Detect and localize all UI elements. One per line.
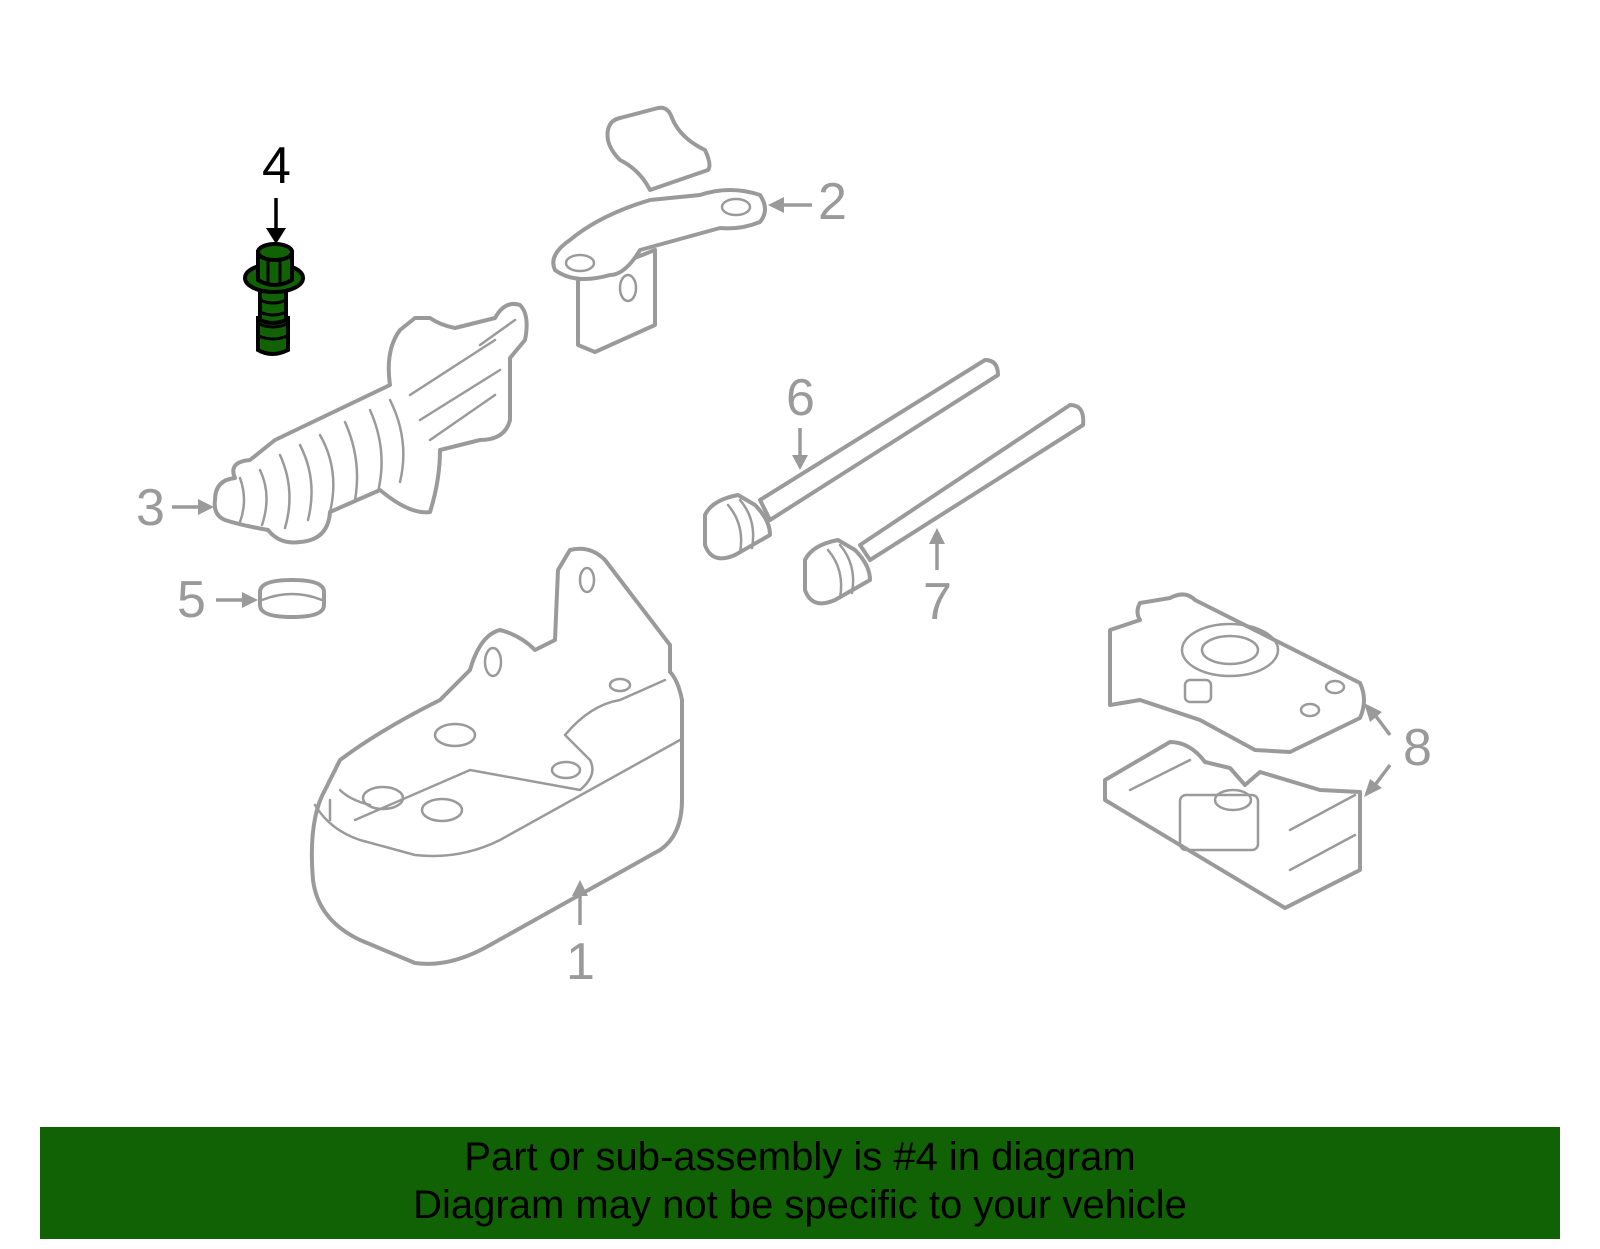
callout-5[interactable]: 5 [177, 571, 206, 629]
push-rod-part-6[interactable] [703, 358, 1000, 561]
callout-arrow-5 [216, 592, 258, 608]
parts-diagram [172, 105, 1392, 966]
callout-7[interactable]: 7 [923, 573, 952, 631]
callout-4[interactable]: 4 [262, 137, 291, 195]
callout-3[interactable]: 3 [136, 479, 165, 537]
push-rod-part-7[interactable] [803, 403, 1086, 606]
callout-arrow-1 [572, 880, 588, 925]
mount-part-8[interactable] [1103, 592, 1366, 910]
callout-6[interactable]: 6 [786, 369, 815, 427]
callout-arrow-4 [266, 198, 286, 244]
banner-line-part-info: Part or sub-assembly is #4 in diagram [464, 1135, 1136, 1179]
callout-arrow-3 [172, 499, 214, 515]
banner-line-disclaimer: Diagram may not be specific to your vehi… [413, 1183, 1187, 1227]
callout-arrow-2 [768, 197, 812, 213]
slave-cylinder-part-3[interactable] [212, 301, 529, 545]
callout-arrow-6 [792, 428, 808, 470]
callout-arrow-7 [929, 528, 945, 570]
bolt-part-4[interactable] [243, 242, 305, 356]
callout-8[interactable]: 8 [1403, 719, 1432, 777]
callout-2[interactable]: 2 [818, 173, 847, 231]
callout-arrows-8 [1364, 703, 1392, 797]
seal-part-5[interactable] [258, 578, 326, 619]
callout-1[interactable]: 1 [566, 933, 595, 991]
housing-part-1[interactable] [309, 546, 684, 966]
info-banner: Part or sub-assembly is #4 in diagram Di… [40, 1127, 1560, 1239]
bracket-part-2[interactable] [551, 105, 767, 354]
